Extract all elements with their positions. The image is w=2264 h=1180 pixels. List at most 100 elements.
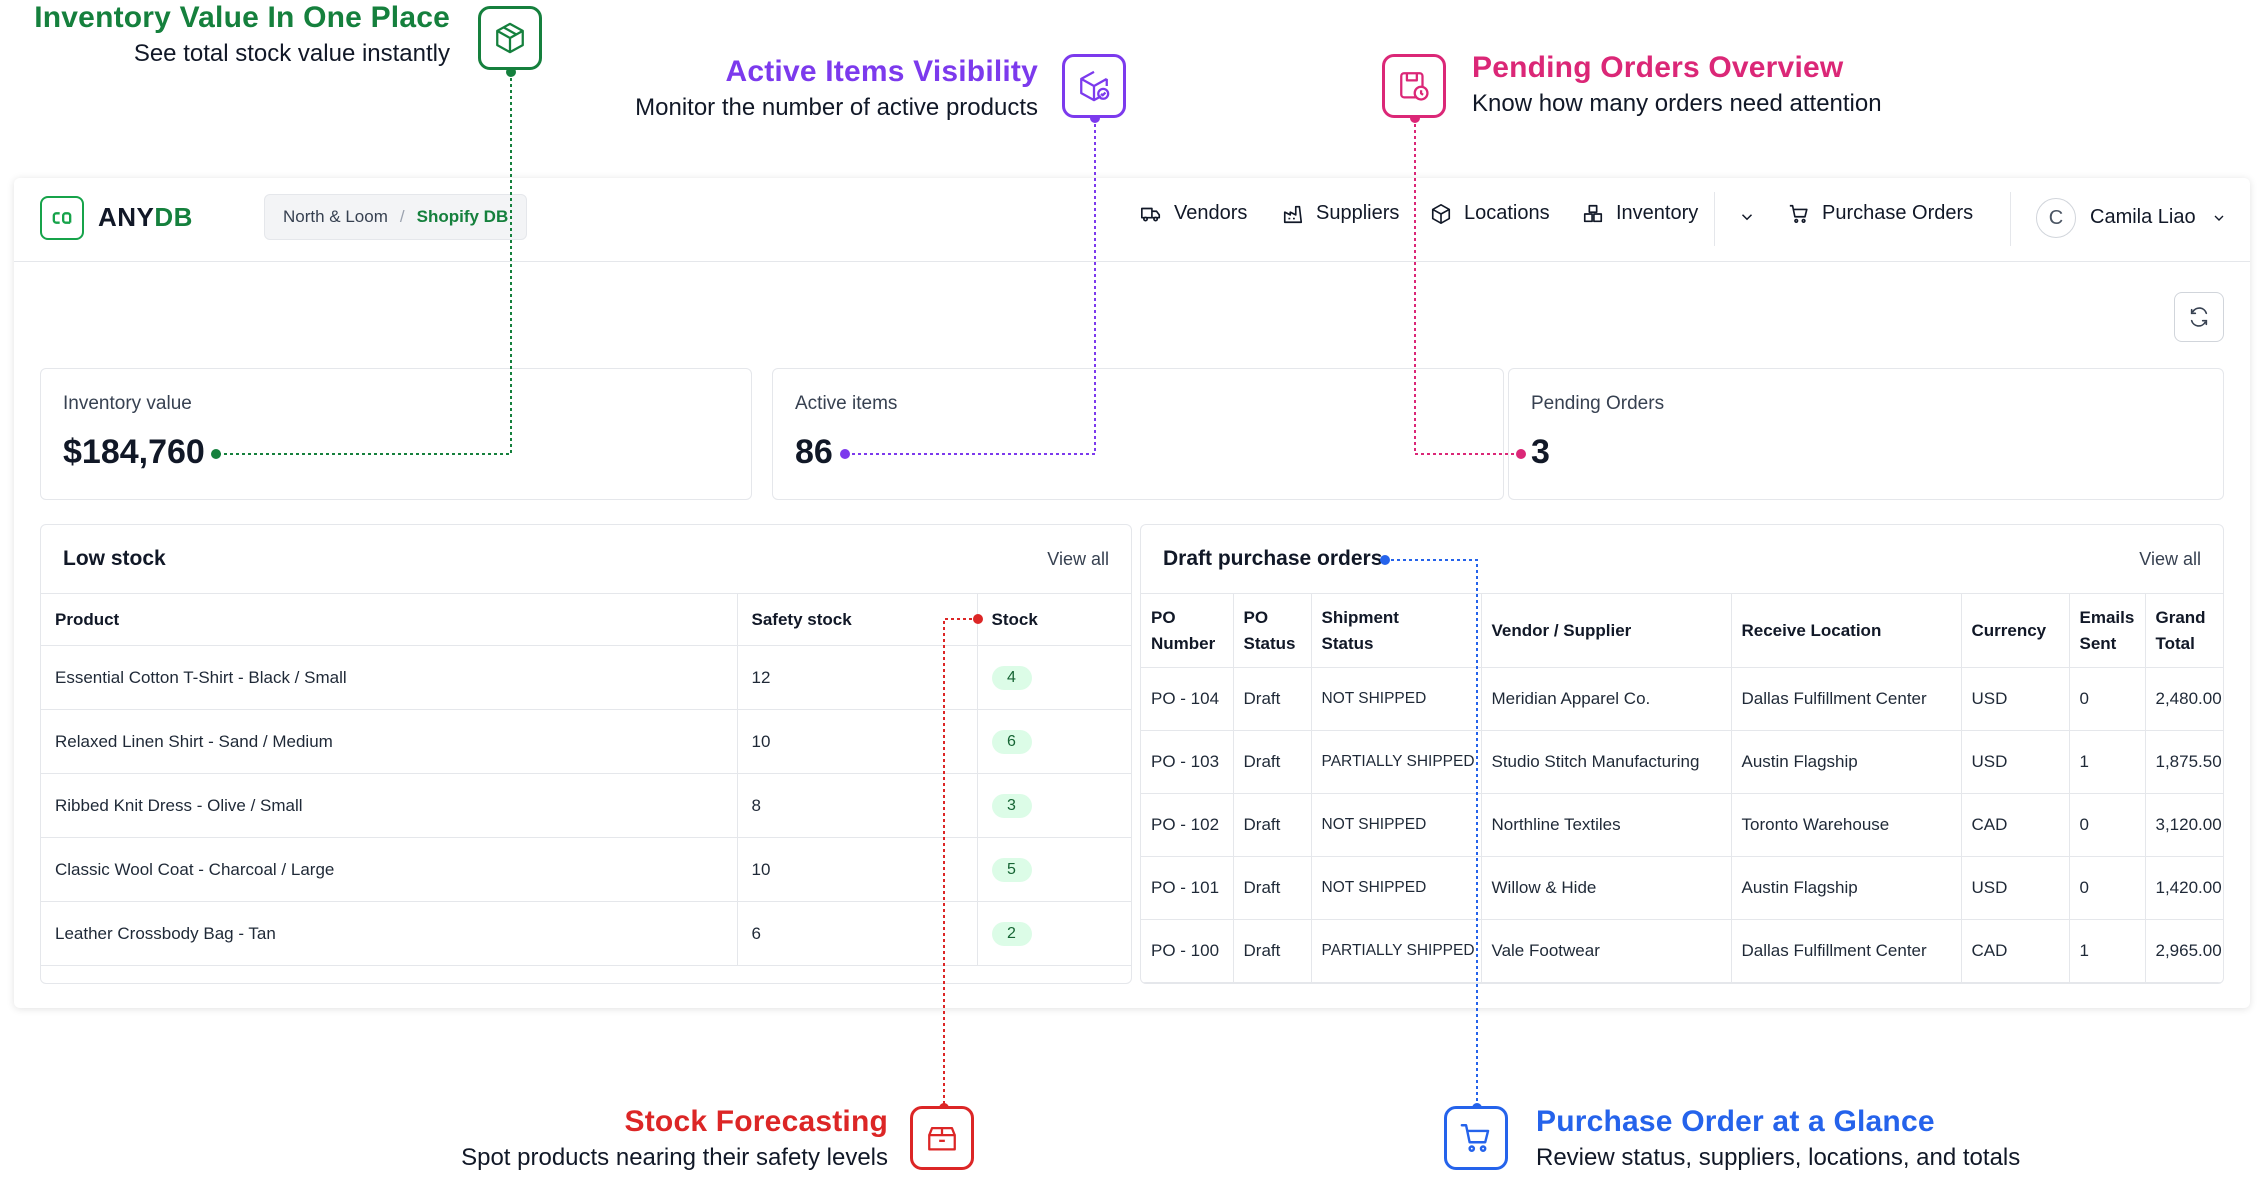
col-currency[interactable]: Currency xyxy=(1960,593,2069,668)
cell-emails: 0 xyxy=(2068,793,2145,857)
cell-emails: 1 xyxy=(2068,919,2145,983)
cell-po: PO - 101 xyxy=(1141,856,1233,920)
cell-product: Classic Wool Coat - Charcoal / Large xyxy=(41,837,737,902)
callout-purchase: Purchase Order at a Glance Review status… xyxy=(1536,1104,2020,1174)
nav-suppliers-label: Suppliers xyxy=(1316,202,1400,224)
cell-shipment: NOT SHIPPED xyxy=(1310,667,1481,731)
cell-status: Draft xyxy=(1232,730,1311,794)
nav-locations[interactable]: Locations xyxy=(1430,202,1550,225)
package-check-icon xyxy=(1062,54,1126,118)
callout-purchase-title: Purchase Order at a Glance xyxy=(1536,1105,1935,1138)
cell-po: PO - 100 xyxy=(1141,919,1233,983)
table-row[interactable]: PO - 100 Draft PARTIALLY SHIPPED Vale Fo… xyxy=(1141,919,2223,983)
stock-badge: 4 xyxy=(991,665,1032,690)
draft-po-view-all-link[interactable]: View all xyxy=(2139,549,2201,569)
truck-icon xyxy=(1141,207,1161,222)
breadcrumb[interactable]: North & Loom / Shopify DB xyxy=(264,194,528,240)
cell-shipment: PARTIALLY SHIPPED xyxy=(1310,730,1481,794)
refresh-icon xyxy=(2190,307,2208,327)
col-po-number-l2: Number xyxy=(1151,633,1216,653)
top-navbar: ANYDB North & Loom / Shopify DB Vendors … xyxy=(14,178,2250,262)
user-menu[interactable]: Camila Liao xyxy=(2090,206,2227,229)
nav-purchase-orders[interactable]: Purchase Orders xyxy=(1788,202,1973,225)
boxes-icon xyxy=(1583,204,1603,222)
cell-product: Ribbed Knit Dress - Olive / Small xyxy=(41,773,737,838)
cell-product: Essential Cotton T-Shirt - Black / Small xyxy=(41,645,737,710)
callout-forecast: Stock Forecasting Spot products nearing … xyxy=(461,1104,888,1174)
callout-active-subtitle: Monitor the number of active products xyxy=(635,94,1038,121)
cell-currency: USD xyxy=(1960,856,2069,920)
col-safety-stock[interactable]: Safety stock xyxy=(736,593,977,646)
box-open-icon xyxy=(910,1106,974,1170)
breadcrumb-separator: / xyxy=(399,207,405,226)
nav-suppliers[interactable]: Suppliers xyxy=(1282,202,1399,225)
table-row[interactable]: PO - 103 Draft PARTIALLY SHIPPED Studio … xyxy=(1141,730,2223,794)
nav-more-dropdown[interactable] xyxy=(1738,208,1756,226)
cell-safety: 8 xyxy=(736,773,977,838)
callout-inventory: Inventory Value In One Place See total s… xyxy=(34,0,450,70)
cell-currency: CAD xyxy=(1960,793,2069,857)
cell-currency: USD xyxy=(1960,667,2069,731)
table-row[interactable]: Essential Cotton T-Shirt - Black / Small… xyxy=(41,645,1131,710)
cell-po: PO - 102 xyxy=(1141,793,1233,857)
cell-shipment: NOT SHIPPED xyxy=(1310,856,1481,920)
cell-vendor: Vale Footwear xyxy=(1480,919,1731,983)
stat-card-active-items: Active items 86 xyxy=(772,368,1504,500)
factory-icon xyxy=(1283,205,1303,223)
stock-badge: 3 xyxy=(991,793,1032,818)
col-po-status-l2: Status xyxy=(1243,633,1296,653)
cell-vendor: Northline Textiles xyxy=(1480,793,1731,857)
col-total-l2: Total xyxy=(2155,633,2195,653)
cell-stock: 6 xyxy=(976,709,1131,774)
cell-safety: 10 xyxy=(736,837,977,902)
stock-badge: 2 xyxy=(991,921,1032,946)
cell-status: Draft xyxy=(1232,856,1311,920)
user-chevron-down-icon xyxy=(2214,215,2224,221)
table-row[interactable]: PO - 102 Draft NOT SHIPPED Northline Tex… xyxy=(1141,793,2223,857)
low-stock-view-all-link[interactable]: View all xyxy=(1047,549,1109,569)
cell-stock: 5 xyxy=(976,837,1131,902)
stock-badge: 5 xyxy=(991,857,1032,882)
nav-inventory[interactable]: Inventory xyxy=(1582,202,1698,225)
user-name: Camila Liao xyxy=(2090,206,2196,228)
avatar[interactable]: C xyxy=(2036,198,2076,238)
col-receive-location[interactable]: Receive Location xyxy=(1730,593,1961,668)
stock-badge: 6 xyxy=(991,729,1032,754)
cell-emails: 1 xyxy=(2068,730,2145,794)
callout-pending-title: Pending Orders Overview xyxy=(1472,51,1844,84)
cell-shipment: NOT SHIPPED xyxy=(1310,793,1481,857)
cell-stock: 3 xyxy=(976,773,1131,838)
stat-inventory-value: $184,760 xyxy=(63,433,205,471)
cell-total: 1,420.00 xyxy=(2144,856,2223,920)
cell-total: 2,480.00 xyxy=(2144,667,2223,731)
stat-active-label: Active items xyxy=(795,393,898,414)
callout-pending: Pending Orders Overview Know how many or… xyxy=(1472,50,1882,120)
refresh-button[interactable] xyxy=(2174,292,2224,342)
col-shipment-l2: Status xyxy=(1321,633,1374,653)
callout-inventory-title: Inventory Value In One Place xyxy=(34,1,450,34)
breadcrumb-db[interactable]: Shopify DB xyxy=(416,207,509,226)
cart-nav-icon xyxy=(1789,204,1808,223)
cell-safety: 10 xyxy=(736,709,977,774)
col-vendor[interactable]: Vendor / Supplier xyxy=(1480,593,1731,668)
table-row[interactable]: PO - 101 Draft NOT SHIPPED Willow & Hide… xyxy=(1141,856,2223,920)
nav-vendors[interactable]: Vendors xyxy=(1140,202,1247,225)
callout-inventory-subtitle: See total stock value instantly xyxy=(133,40,450,67)
logo-text[interactable]: ANYDB xyxy=(98,202,193,233)
cell-po: PO - 104 xyxy=(1141,667,1233,731)
table-row[interactable]: PO - 104 Draft NOT SHIPPED Meridian Appa… xyxy=(1141,667,2223,731)
logo-icon[interactable] xyxy=(40,196,84,240)
breadcrumb-store[interactable]: North & Loom xyxy=(283,207,388,226)
col-stock[interactable]: Stock xyxy=(976,593,1131,646)
col-product[interactable]: Product xyxy=(41,593,737,646)
